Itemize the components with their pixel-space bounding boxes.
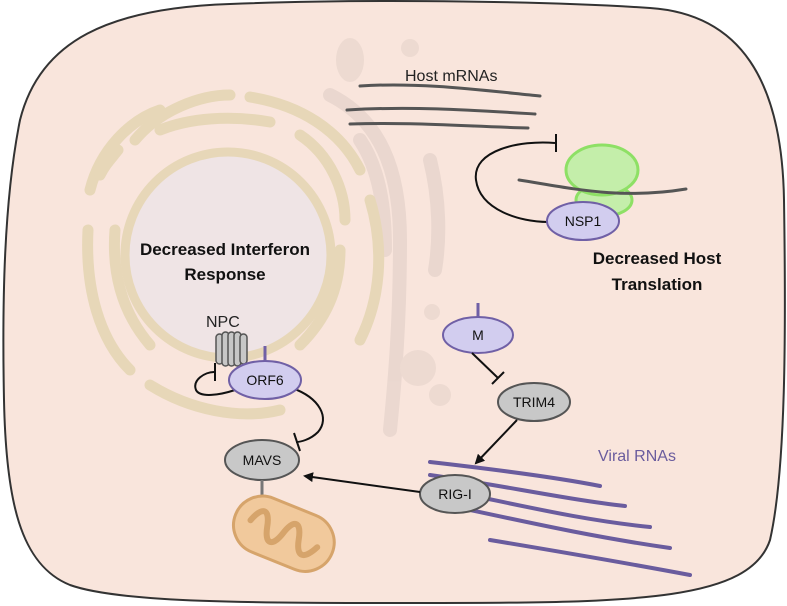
viral-rnas-label: Viral RNAs — [598, 448, 676, 465]
m-trim4-inhibition-bar — [491, 371, 505, 385]
ribosome-mrna — [517, 178, 688, 195]
m-node — [442, 316, 514, 354]
trim4-rigi-arrow — [474, 419, 518, 465]
orf6-mavs-inhibition-line — [291, 387, 324, 443]
nsp1-inhibition-line — [474, 141, 556, 223]
m-label: M — [472, 327, 484, 343]
npc-label: NPC — [206, 314, 240, 331]
nuclear-pore-complex — [215, 331, 248, 367]
nsp1-node — [546, 201, 620, 241]
mavs-label: MAVS — [243, 452, 282, 468]
golgi-background — [323, 88, 446, 437]
trim4-node — [497, 382, 571, 422]
orf6-label: ORF6 — [246, 372, 284, 388]
rig-i-node — [419, 474, 491, 514]
nucleus-inner — [133, 160, 323, 350]
orf6-mavs-inhibition-bar — [293, 432, 301, 452]
decreased-interferon-label-1: Decreased Interferon — [140, 240, 310, 259]
trim4-label: TRIM4 — [513, 394, 555, 410]
host-mrnas-label: Host mRNAs — [405, 68, 497, 85]
nsp1-label: NSP1 — [565, 213, 602, 229]
orf6-npc-inhibition-line — [194, 371, 236, 396]
decreased-host-label-1: Decreased Host — [593, 249, 722, 268]
vesicles-background — [336, 38, 451, 406]
orf6-node — [228, 360, 302, 400]
mitochondrion — [232, 494, 336, 573]
endoplasmic-reticulum — [82, 89, 385, 420]
rigi-mavs-arrow — [303, 472, 421, 493]
host-mrnas — [345, 83, 542, 130]
m-trim4-inhibition-line — [471, 352, 499, 379]
rig-i-label: RIG-I — [438, 486, 471, 502]
decreased-host-label-2: Translation — [612, 275, 703, 294]
decreased-interferon-label-2: Response — [184, 265, 265, 284]
